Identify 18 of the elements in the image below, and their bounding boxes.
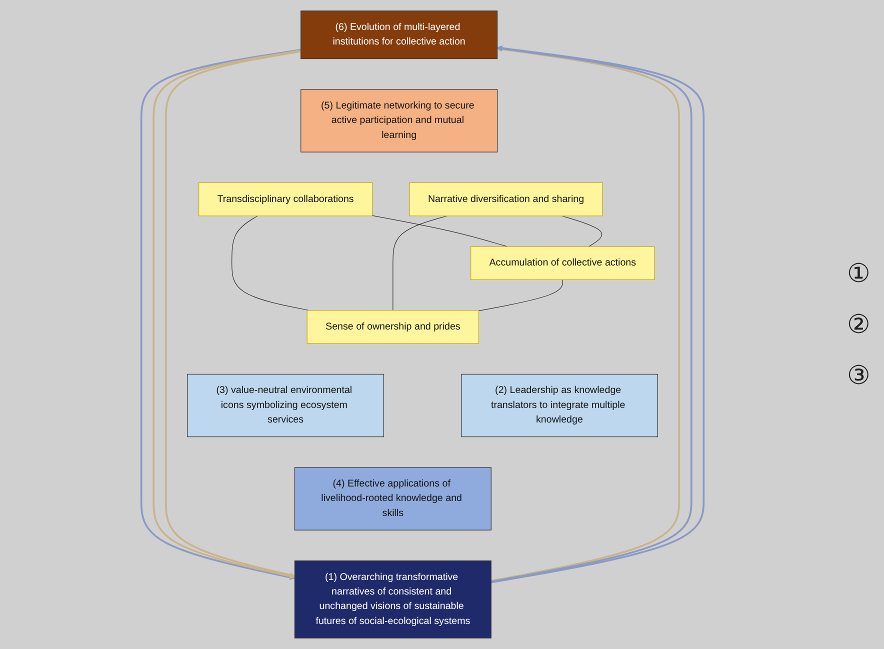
circled-number: ② — [847, 309, 870, 340]
node-box: Transdisciplinary collaborations — [198, 182, 373, 216]
node-box: (5) Legitimate networking to secure active participation and mutual learning — [300, 89, 498, 152]
connector — [478, 279, 563, 312]
node-box: Narrative diversification and sharing — [409, 182, 603, 216]
node-box: (6) Evolution of multi-layered institutions for collective action — [300, 10, 498, 60]
connector — [392, 216, 448, 311]
node-box: Sense of ownership and prides — [306, 310, 480, 344]
circled-number: ① — [847, 258, 870, 289]
node-box: Accumulation of collective actions — [470, 246, 655, 280]
node-box: (1) Overarching transformative narratives of consistent and unchanged visions of sustainable futures of social-ecological systems — [294, 560, 492, 638]
node-box: (3) value-neutral environmental icons symbolizing ecosystem services — [187, 374, 384, 438]
connector — [372, 215, 508, 247]
connector — [232, 216, 310, 311]
circled-number: ③ — [847, 360, 870, 391]
node-box: (2) Leadership as knowledge translators to integrate multiple knowledge — [460, 374, 658, 438]
node-box: (4) Effective applications of livelihood-rooted knowledge and skills — [294, 467, 492, 530]
connector — [561, 216, 602, 247]
